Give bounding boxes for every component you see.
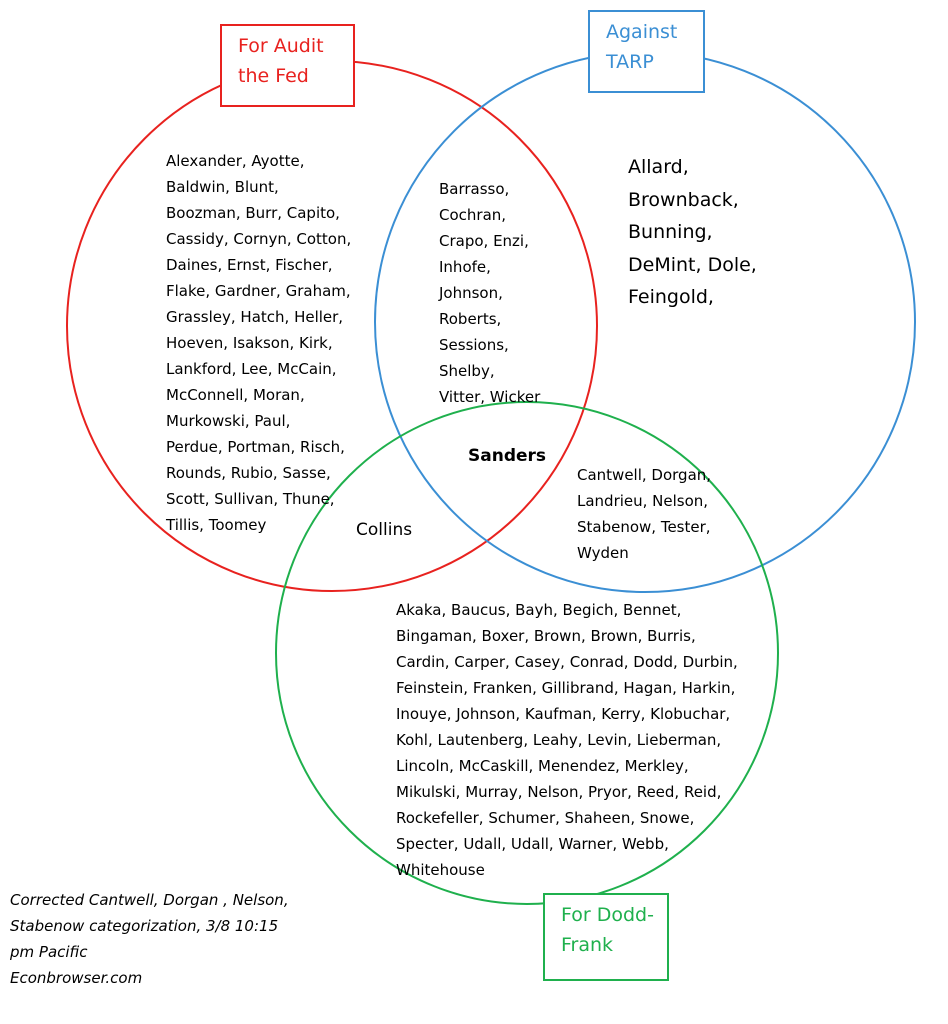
region-tarp-dodd: Cantwell, Dorgan, Landrieu, Nelson, Stab… bbox=[577, 466, 712, 562]
label-for-dodd-frank: For Dodd- Frank bbox=[543, 893, 669, 981]
region-audit-tarp: Barrasso, Cochran, Crapo, Enzi, Inhofe, … bbox=[439, 180, 541, 406]
region-tarp-only: Allard, Brownback, Bunning, DeMint, Dole… bbox=[628, 156, 757, 308]
region-audit-dodd: Collins bbox=[356, 520, 413, 540]
label-against-tarp: Against TARP bbox=[588, 10, 705, 93]
correction-note: Corrected Cantwell, Dorgan , Nelson, Sta… bbox=[10, 891, 289, 987]
dodd-frank-circle bbox=[275, 401, 779, 905]
region-dodd-only: Akaka, Baucus, Bayh, Begich, Bennet, Bin… bbox=[396, 601, 738, 879]
region-all-three: Sanders bbox=[468, 446, 547, 466]
label-for-audit-the-fed: For Audit the Fed bbox=[220, 24, 355, 107]
region-audit-only: Alexander, Ayotte, Baldwin, Blunt, Boozm… bbox=[166, 152, 352, 534]
